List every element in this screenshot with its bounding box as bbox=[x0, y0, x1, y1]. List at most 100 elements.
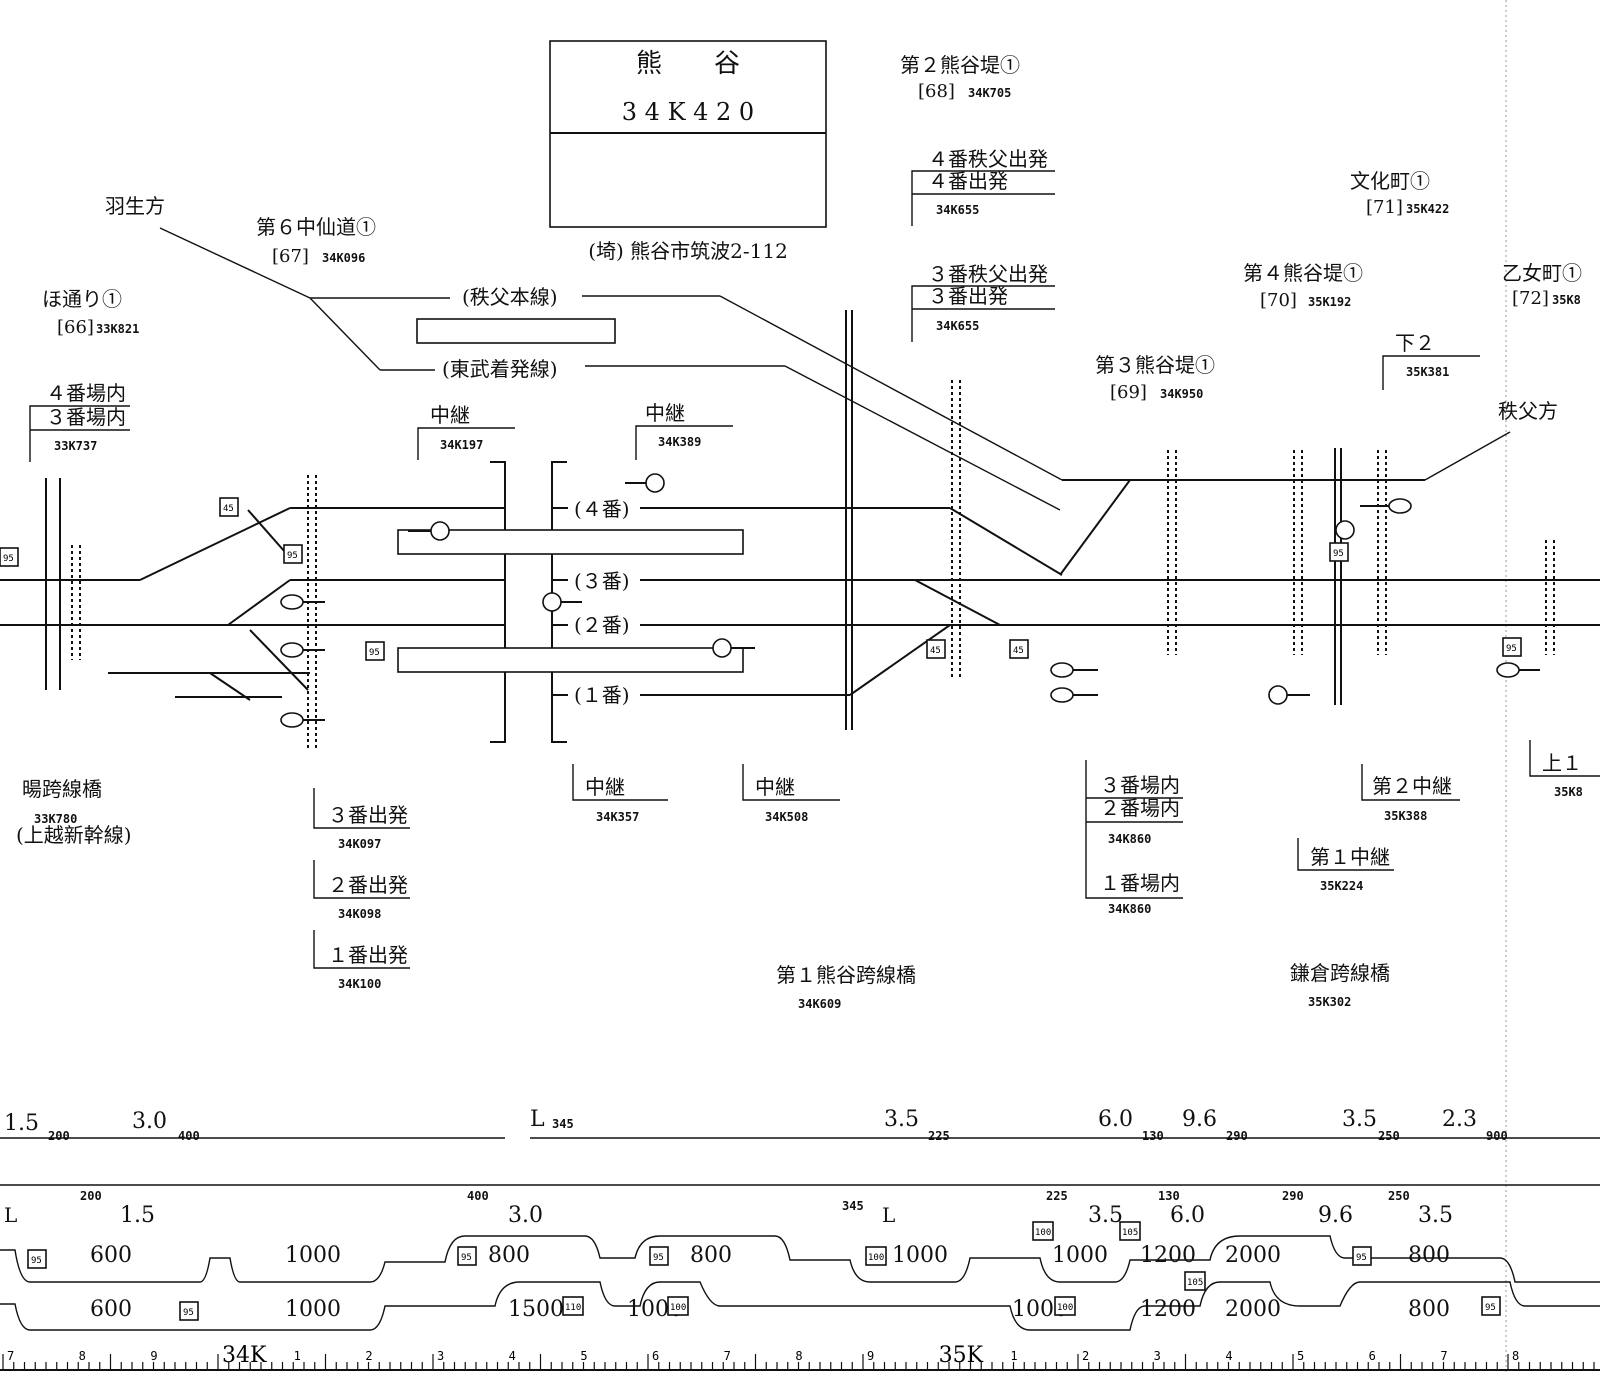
svg-text:[68]: [68] bbox=[918, 81, 955, 102]
signal-label-relay-34K357: 中継 34K357 bbox=[572, 764, 668, 824]
grad-len: 130 bbox=[1158, 1189, 1180, 1203]
station-name: 熊 谷 bbox=[636, 49, 740, 79]
curve-radius: 2000 bbox=[1225, 1243, 1281, 1268]
curve-radius: 600 bbox=[90, 1297, 132, 1322]
curve-radius: 600 bbox=[90, 1243, 132, 1268]
grad-len: 400 bbox=[467, 1189, 489, 1203]
scale-label: 9 bbox=[867, 1349, 874, 1363]
scale-label: 9 bbox=[150, 1349, 157, 1363]
crossing-67: 第６中仙道① [67] 34K096 bbox=[256, 215, 376, 267]
speed-sign: 95 bbox=[287, 551, 298, 561]
svg-text:34K609: 34K609 bbox=[798, 997, 841, 1011]
grad-up: 3.5 bbox=[884, 1107, 919, 1132]
curve-radius: 1500 bbox=[508, 1297, 564, 1322]
grad-up: L bbox=[530, 1107, 545, 1132]
scale-label: 3 bbox=[437, 1349, 444, 1363]
scale-label: 2 bbox=[1082, 1349, 1089, 1363]
line-tobu: (東武着発線) bbox=[442, 357, 558, 381]
track-4: (４番) bbox=[574, 497, 630, 521]
bridge-akatsuki: 暘跨線橋 33K780 (上越新幹線) bbox=[16, 777, 132, 847]
curve-radius: 2000 bbox=[1225, 1297, 1281, 1322]
scale-label: 7 bbox=[724, 1349, 731, 1363]
signal-label-relay-1st: 第１中継 35K224 bbox=[1297, 838, 1394, 893]
scale-label: 8 bbox=[1512, 1349, 1519, 1363]
svg-text:４番出発: ４番出発 bbox=[928, 169, 1008, 193]
station-box: 熊 谷 3 4 K 4 2 0 (埼) 熊谷市筑波2-112 bbox=[549, 40, 827, 263]
svg-text:暘跨線橋: 暘跨線橋 bbox=[22, 777, 102, 801]
speed-sign: 95 bbox=[31, 1256, 42, 1266]
svg-text:34K389: 34K389 bbox=[658, 435, 701, 449]
svg-text:第４熊谷堤①: 第４熊谷堤① bbox=[1243, 261, 1363, 285]
grad-len: 345 bbox=[842, 1199, 864, 1213]
svg-text:35K192: 35K192 bbox=[1308, 295, 1351, 309]
signal-label-start-1-lower: １番出発 34K100 bbox=[313, 930, 410, 991]
svg-text:鎌倉跨線橋: 鎌倉跨線橋 bbox=[1290, 961, 1390, 985]
crossing-68: 第２熊谷堤① [68] 34K705 bbox=[900, 53, 1020, 102]
scale-label: 1 bbox=[1010, 1349, 1017, 1363]
curve-radius: 1000 bbox=[285, 1243, 341, 1268]
svg-text:35K8: 35K8 bbox=[1554, 785, 1583, 799]
svg-text:35K224: 35K224 bbox=[1320, 879, 1363, 893]
grad-down: 6.0 bbox=[1170, 1203, 1205, 1228]
grad-down: 3.5 bbox=[1418, 1203, 1453, 1228]
grad-up: 1.5 bbox=[4, 1111, 39, 1136]
scale-label: 6 bbox=[1369, 1349, 1376, 1363]
grad-down: 3.0 bbox=[508, 1203, 543, 1228]
signal-label-down-2: 下２ 35K381 bbox=[1382, 331, 1480, 390]
curve-profile: 600 1000 800 800 1000 1000 1200 2000 800… bbox=[0, 1221, 1600, 1331]
signal-label-start-2-lower: ２番出発 34K098 bbox=[313, 860, 410, 921]
svg-text:文化町①: 文化町① bbox=[1350, 169, 1430, 193]
svg-text:34K197: 34K197 bbox=[440, 438, 483, 452]
signal-label-relay-2nd: 第２中継 35K388 bbox=[1361, 764, 1460, 823]
curve-radius: 1000 bbox=[892, 1243, 948, 1268]
signal-label-up-1: 上１ 35K8 bbox=[1529, 740, 1600, 799]
svg-text:第２中継: 第２中継 bbox=[1372, 774, 1452, 798]
speed-sign: 95 bbox=[653, 1253, 664, 1263]
scale-label: 8 bbox=[795, 1349, 802, 1363]
svg-text:３番場内: ３番場内 bbox=[46, 405, 126, 429]
curve-radius: 1000 bbox=[1052, 1243, 1108, 1268]
svg-text:１番出発: １番出発 bbox=[328, 943, 408, 967]
scale-label: 4 bbox=[1225, 1349, 1232, 1363]
curve-radius: 1200 bbox=[1140, 1243, 1196, 1268]
grad-down: L bbox=[4, 1203, 17, 1227]
svg-text:下２: 下２ bbox=[1395, 331, 1435, 355]
svg-text:34K860: 34K860 bbox=[1108, 832, 1151, 846]
grad-down: L bbox=[882, 1203, 895, 1227]
svg-text:33K780: 33K780 bbox=[34, 812, 77, 826]
speed-sign: 100 bbox=[868, 1253, 884, 1263]
grad-len: 900 bbox=[1486, 1129, 1508, 1143]
grad-len: 250 bbox=[1378, 1129, 1400, 1143]
speed-sign: 105 bbox=[1122, 1228, 1138, 1238]
speed-sign: 95 bbox=[369, 648, 380, 658]
svg-text:第６中仙道①: 第６中仙道① bbox=[256, 215, 376, 239]
signal-label-home-3-2: ３番場内 ２番場内 34K860 １番場内 34K860 bbox=[1085, 760, 1183, 916]
grad-down: 3.5 bbox=[1088, 1203, 1123, 1228]
svg-text:中継: 中継 bbox=[755, 775, 795, 799]
curve-radius: 1200 bbox=[1140, 1297, 1196, 1322]
track-1: (１番) bbox=[574, 683, 630, 707]
speed-sign: 95 bbox=[461, 1253, 472, 1263]
signal-label-start-3-lower: ３番出発 34K097 bbox=[313, 788, 410, 851]
speed-sign: 95 bbox=[1356, 1253, 1367, 1263]
direction-chichibu: 秩父方 bbox=[1498, 399, 1558, 423]
svg-text:(上越新幹線): (上越新幹線) bbox=[16, 823, 132, 847]
curve-radius: 800 bbox=[690, 1243, 732, 1268]
svg-text:第１中継: 第１中継 bbox=[1310, 845, 1390, 869]
svg-text:35K381: 35K381 bbox=[1406, 365, 1449, 379]
grad-up: 9.6 bbox=[1182, 1107, 1217, 1132]
crossing-70: 第４熊谷堤① [70] 35K192 bbox=[1243, 261, 1363, 311]
grad-up: 2.3 bbox=[1442, 1107, 1477, 1132]
svg-text:１番場内: １番場内 bbox=[1100, 871, 1180, 895]
svg-text:34K508: 34K508 bbox=[765, 810, 808, 824]
scale-label: 5 bbox=[580, 1349, 587, 1363]
scale-label: 5 bbox=[1297, 1349, 1304, 1363]
grad-len: 400 bbox=[178, 1129, 200, 1143]
svg-text:[71]: [71] bbox=[1366, 197, 1403, 218]
curve-radius: 800 bbox=[1408, 1297, 1450, 1322]
scale-label: 8 bbox=[79, 1349, 86, 1363]
svg-text:34K357: 34K357 bbox=[596, 810, 639, 824]
speed-sign: 45 bbox=[930, 646, 941, 656]
